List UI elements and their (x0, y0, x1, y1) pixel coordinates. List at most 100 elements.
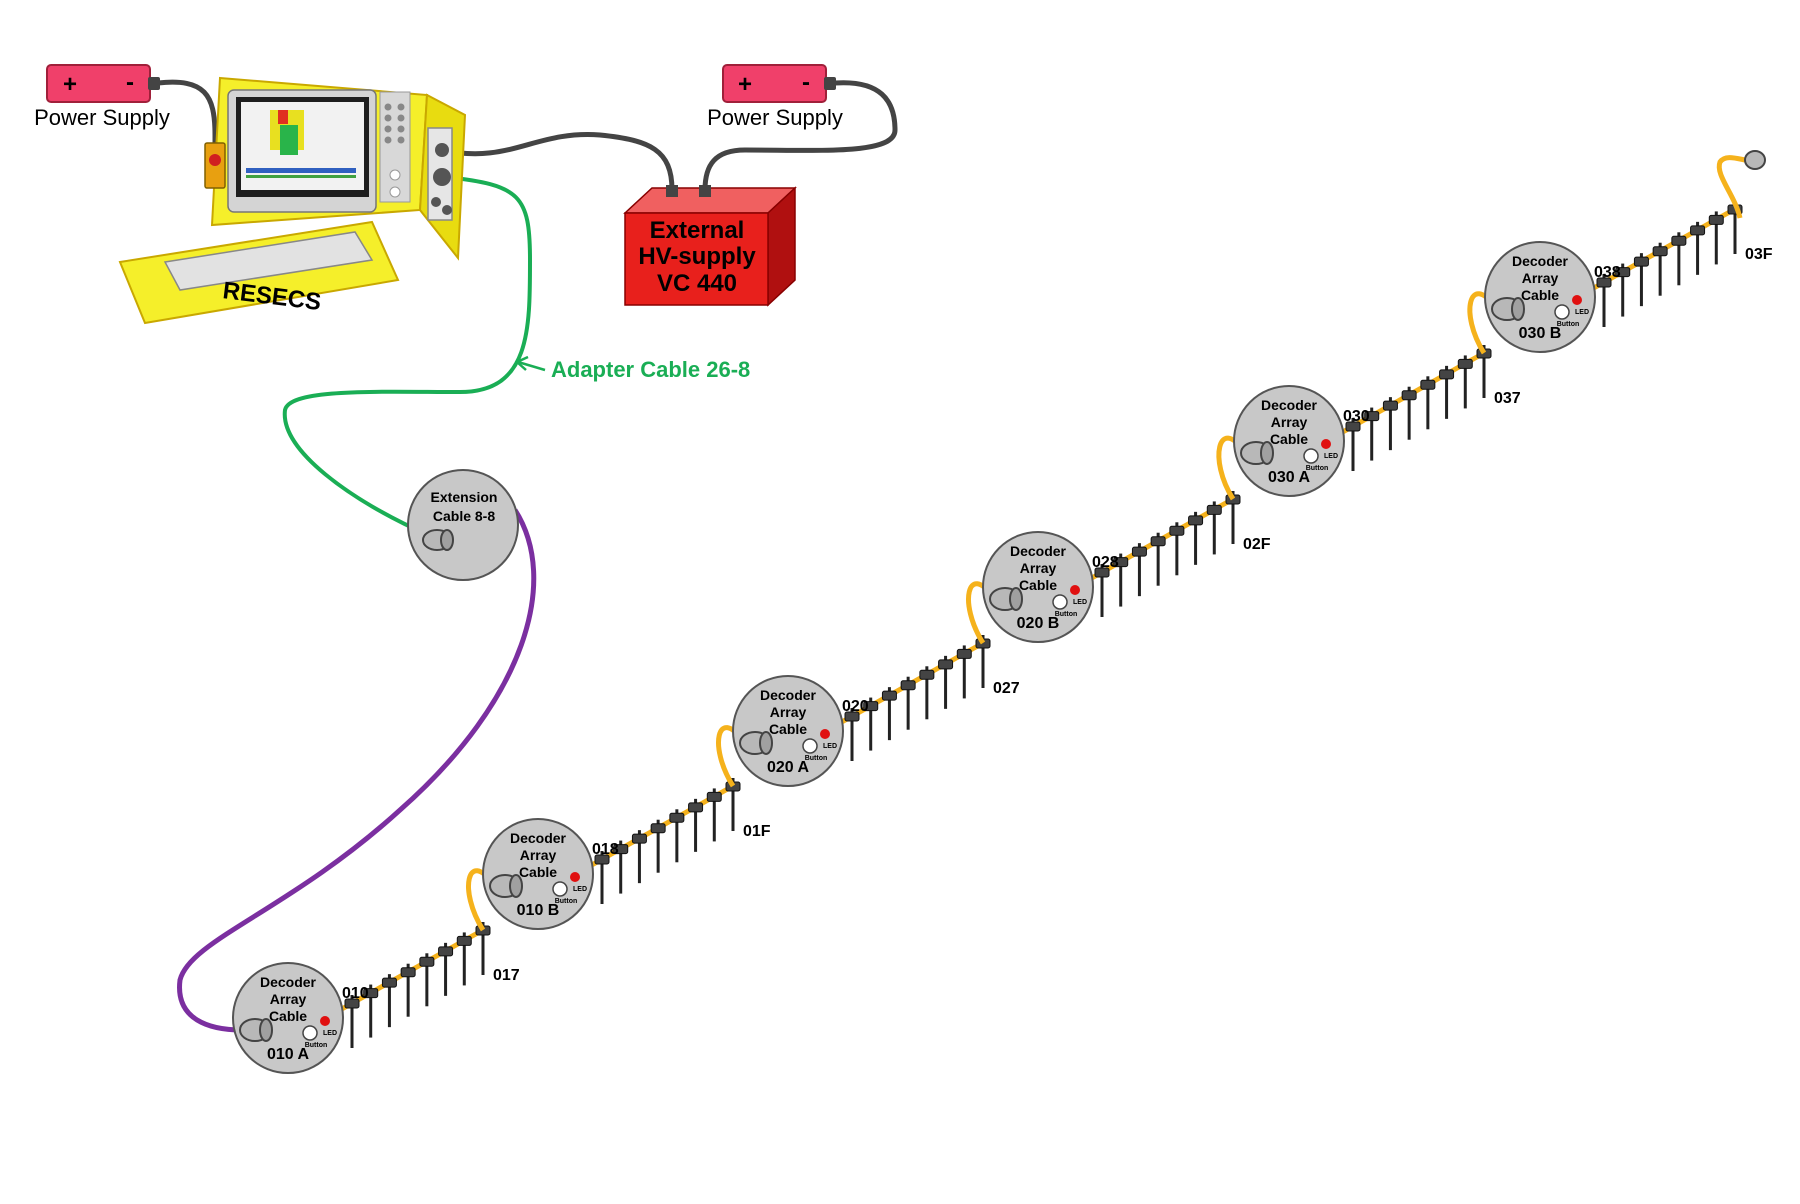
electrode-takeout (1169, 522, 1185, 576)
battery-terminal (148, 77, 160, 90)
decoder-line1: Decoder (1010, 543, 1067, 559)
electrode-clip (419, 956, 435, 967)
power-supply-label: Power Supply (34, 105, 170, 130)
led-indicator (1070, 585, 1080, 595)
hv-line1: External (650, 217, 745, 244)
battery-plus-sign: + (738, 71, 752, 98)
electrode-takeout (1364, 407, 1380, 461)
battery-minus-sign: - (802, 69, 810, 96)
electrode-clip (956, 648, 972, 659)
electrode-takeout (919, 666, 935, 720)
keypad-key (397, 136, 405, 144)
address-label-last: 017 (493, 967, 520, 984)
decoder-button[interactable] (302, 1025, 318, 1041)
screen-bar-green (246, 175, 356, 178)
electrode-takeout (1150, 532, 1166, 586)
electrode-clip (669, 812, 685, 823)
led-label: LED (1324, 453, 1338, 460)
keypad-key (384, 114, 392, 122)
address-label-last: 01F (743, 823, 771, 840)
decoder-line1: Decoder (760, 687, 817, 703)
button-label: Button (1055, 611, 1078, 618)
decoder-id: 020 A (767, 759, 810, 776)
address-label-first: 030 (1343, 408, 1370, 425)
electrode-clip (863, 701, 879, 712)
decoder-id: 010 B (517, 902, 560, 919)
decoder-line2: Array (770, 704, 807, 720)
address-label-first: 018 (592, 841, 619, 858)
electrode-clip (1345, 421, 1361, 432)
power-supply-1: + - Power Supply (34, 64, 170, 130)
battery-plus-sign: + (63, 71, 77, 98)
decoder-button[interactable] (1052, 594, 1068, 610)
decoder-line2: Array (1020, 560, 1057, 576)
electrode-clip (631, 833, 647, 844)
electrode-takeout (1131, 543, 1147, 597)
hv-box-front (624, 212, 769, 306)
hv-line2: HV-supply (638, 243, 756, 270)
electrode-takeout (938, 655, 954, 709)
electrode-takeout (400, 963, 416, 1017)
adapter-cable-line (282, 175, 533, 537)
adapter-cable-label: Adapter Cable 26-8 (551, 357, 750, 382)
decoder-disc (1484, 241, 1596, 353)
electrode-takeout (706, 788, 722, 842)
screen-heatmap-green (280, 125, 298, 155)
led-indicator (820, 729, 830, 739)
electrode-takeout (669, 809, 685, 863)
electrode-clip (1169, 525, 1185, 536)
electrode-takeout (1345, 418, 1361, 471)
electrode-clip (1401, 390, 1417, 401)
decoder-button[interactable] (1554, 304, 1570, 320)
battery-terminal (824, 77, 836, 90)
decoder-line1: Decoder (510, 830, 567, 846)
address-label-last: 03F (1745, 246, 1773, 263)
decoder-line2: Array (520, 847, 557, 863)
led-label: LED (323, 1030, 337, 1037)
electrode-clip (613, 844, 629, 855)
led-indicator (320, 1016, 330, 1026)
led-label: LED (1575, 309, 1589, 316)
electrode-takeout (844, 708, 860, 761)
electrode-clip (844, 711, 860, 722)
electrode-takeout (419, 953, 435, 1007)
emergency-stop-knob (209, 154, 221, 166)
power-supply-2: + - Power Supply (707, 64, 843, 130)
electrode-takeout (1457, 355, 1473, 409)
electrode-takeout (1652, 242, 1668, 296)
extension-line1: Extension (431, 489, 498, 505)
hv-box-connector (699, 185, 711, 197)
keypad-key (389, 169, 401, 181)
decoder-button[interactable] (802, 738, 818, 754)
screen-bar-blue (246, 168, 356, 173)
decoder-line3: Cable (769, 721, 807, 737)
electrode-takeout (1633, 253, 1649, 307)
electrode-clip (938, 659, 954, 670)
decoder-id: 030 A (1268, 469, 1311, 486)
button-label: Button (805, 755, 828, 762)
electrode-takeout (1439, 365, 1455, 419)
electrode-clip (456, 935, 472, 946)
decoder-connector-face (759, 731, 773, 755)
button-label: Button (1557, 321, 1580, 328)
resecs-keyboard-area (163, 231, 374, 291)
electrode-takeout (1113, 553, 1129, 607)
electrode-takeout (456, 932, 472, 986)
electrode-takeout (438, 942, 454, 996)
end-connector (1716, 150, 1766, 219)
electrode-clip (919, 669, 935, 680)
keypad-key (384, 125, 392, 133)
decoder-line1: Decoder (1512, 253, 1569, 269)
decoder-button[interactable] (1303, 448, 1319, 464)
electrode-clip (650, 823, 666, 834)
electrode-takeout (863, 697, 879, 751)
electrode-takeout (900, 676, 916, 730)
decoder-button[interactable] (552, 881, 568, 897)
decoder-connector-face (259, 1018, 273, 1042)
power-wires (157, 79, 898, 191)
decoder-disc (732, 675, 844, 787)
end-cable (1716, 155, 1746, 219)
led-label: LED (823, 743, 837, 750)
